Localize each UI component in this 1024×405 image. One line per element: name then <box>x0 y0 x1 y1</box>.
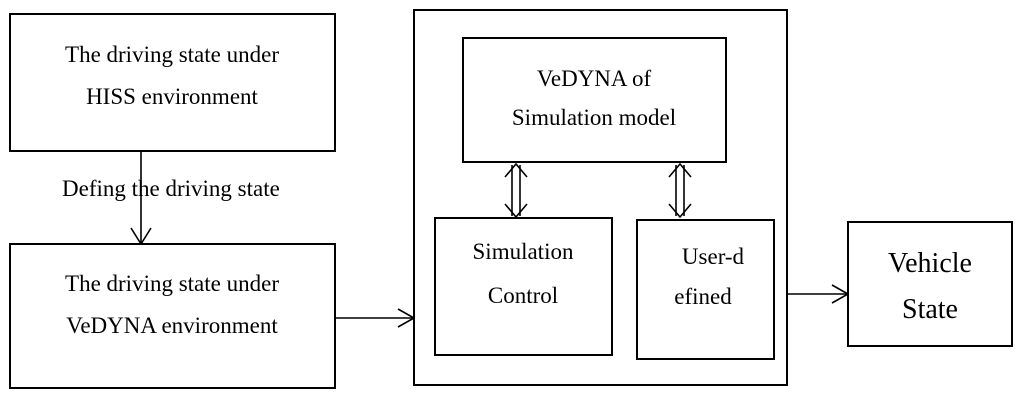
vehicle-state-line2: State <box>902 294 958 325</box>
model-control-double-arrow <box>504 162 528 219</box>
user-defined-box: User-d efined <box>636 219 775 360</box>
hiss-box-line2: HISS environment <box>86 84 258 109</box>
sim-control-line1: Simulation <box>473 239 574 264</box>
simulation-model-box: VeDYNA of Simulation model <box>462 37 727 163</box>
hiss-box-line1: The driving state under <box>65 42 279 67</box>
vedyna-env-line1: The driving state under <box>65 271 279 296</box>
system-to-vehicle-arrow <box>787 284 850 304</box>
model-user-double-arrow <box>668 162 692 219</box>
user-defined-line1: User-d <box>682 244 745 269</box>
vedyna-env-line2: VeDYNA environment <box>66 313 278 338</box>
define-state-label: Defing the driving state <box>62 176 280 201</box>
model-box-line1: VeDYNA of <box>537 66 652 91</box>
hiss-state-box: The driving state under HISS environment <box>9 13 336 152</box>
sim-control-line2: Control <box>488 283 558 308</box>
simulation-control-box: Simulation Control <box>434 217 613 356</box>
env-to-system-arrow <box>335 308 416 328</box>
model-box-line2: Simulation model <box>512 105 676 130</box>
user-defined-line2: efined <box>674 284 732 309</box>
vehicle-state-box: Vehicle State <box>847 221 1013 347</box>
vedyna-env-state-box: The driving state under VeDYNA environme… <box>9 243 336 389</box>
vehicle-state-line1: Vehicle <box>888 248 972 279</box>
